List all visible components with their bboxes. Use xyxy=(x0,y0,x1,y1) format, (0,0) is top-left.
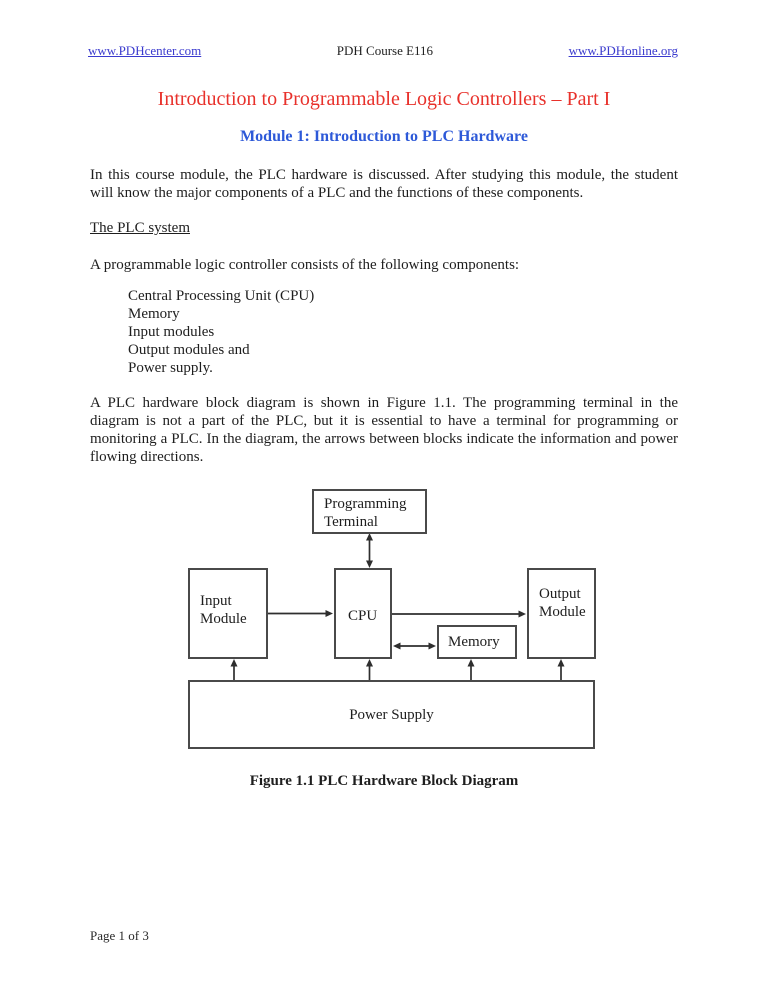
module-subtitle: Module 1: Introduction to PLC Hardware xyxy=(240,128,528,145)
arrow-cpu-memory xyxy=(393,642,436,650)
output-module-label-line2: Module xyxy=(539,604,586,620)
list-item-power-supply: Power supply. xyxy=(128,360,213,376)
components-lead: A programmable logic controller consists… xyxy=(90,257,520,273)
figure-paragraph: A PLC hardware block diagram is shown in… xyxy=(90,395,678,465)
pdhonline-link[interactable]: www.PDHonline.org xyxy=(568,43,678,58)
pdhcenter-link[interactable]: www.PDHcenter.com xyxy=(88,43,202,58)
list-item-input-modules: Input modules xyxy=(128,324,215,340)
block-input-module: Input Module xyxy=(188,568,268,659)
components-list: Central Processing Unit (CPU) Memory Inp… xyxy=(128,287,314,377)
block-programming-terminal: Programming Terminal xyxy=(312,489,427,534)
page-header: www.PDHcenter.com PDH Course E116 www.PD… xyxy=(88,43,678,59)
block-output-module: Output Module xyxy=(527,568,596,659)
block-power-supply: Power Supply xyxy=(188,680,595,749)
section-heading-plc-system: The PLC system xyxy=(90,220,190,236)
arrow-power-to-memory xyxy=(467,659,475,680)
block-memory: Memory xyxy=(437,625,517,659)
power-supply-label: Power Supply xyxy=(349,706,434,723)
page-number: Page 1 of 3 xyxy=(90,928,149,943)
list-item-output-modules: Output modules and xyxy=(128,342,250,358)
arrow-power-to-input xyxy=(230,659,238,680)
memory-label: Memory xyxy=(448,634,500,650)
arrow-power-to-cpu xyxy=(366,659,373,680)
intro-paragraph: In this course module, the PLC hardware … xyxy=(90,167,678,201)
document-title: Introduction to Programmable Logic Contr… xyxy=(157,88,611,110)
diagram-arrows xyxy=(230,533,565,680)
arrow-power-to-output xyxy=(557,659,565,680)
arrow-terminal-cpu xyxy=(366,533,373,568)
input-module-label-line1: Input xyxy=(200,593,232,609)
plc-block-diagram: Programming Terminal Input Module CPU Me… xyxy=(0,489,768,759)
programming-terminal-label-line2: Terminal xyxy=(324,514,378,530)
cpu-label: CPU xyxy=(348,608,378,624)
input-module-label-line2: Module xyxy=(200,611,247,627)
programming-terminal-label-line1: Programming xyxy=(324,496,407,512)
figure-caption: Figure 1.1 PLC Hardware Block Diagram xyxy=(249,773,519,789)
output-module-label-line1: Output xyxy=(539,586,581,602)
course-code: PDH Course E116 xyxy=(336,43,434,58)
arrow-cpu-to-output xyxy=(392,610,526,618)
arrow-input-to-cpu xyxy=(268,610,333,617)
block-cpu: CPU xyxy=(334,568,392,659)
list-item-memory: Memory xyxy=(128,306,180,322)
list-item-cpu: Central Processing Unit (CPU) xyxy=(128,288,315,304)
